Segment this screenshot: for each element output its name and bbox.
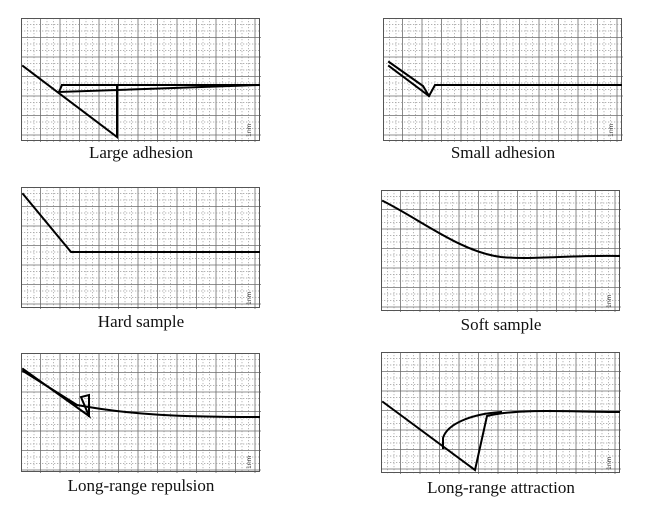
- panel-small-adhesion: 1nm Small adhesion: [383, 18, 623, 166]
- force-curve: [21, 367, 92, 419]
- force-curve-plot: 1nm: [383, 18, 623, 142]
- force-curve: [387, 64, 622, 98]
- plot-grid: [381, 190, 621, 312]
- plot-frame: [21, 18, 260, 141]
- force-curve: [381, 199, 621, 259]
- panel-caption: Small adhesion: [450, 143, 556, 162]
- plot-grid: [383, 18, 623, 142]
- plot-grid: [21, 187, 261, 309]
- force-curve-plot: 1nm: [21, 353, 261, 473]
- panel-hard-sample: 1nm Hard sample: [21, 187, 261, 335]
- force-curve: [21, 192, 260, 253]
- plot-frame: [381, 190, 620, 311]
- panel-long-range-attraction: 1nm Long-range attraction: [381, 352, 621, 502]
- panel-soft-sample: 1nm Soft sample: [381, 190, 621, 338]
- force-curve: [381, 400, 621, 472]
- panel-caption: Soft sample: [460, 315, 542, 334]
- scale-mark: 1nm: [246, 123, 253, 137]
- scale-mark: 1nm: [606, 456, 613, 470]
- scale-mark: 1nm: [606, 294, 613, 308]
- scale-mark: 1nm: [608, 123, 615, 137]
- plot-frame: [21, 187, 260, 308]
- panel-caption: Long-range repulsion: [67, 476, 215, 495]
- scale-mark: 1nm: [246, 291, 253, 305]
- scale-mark: 1nm: [246, 455, 253, 469]
- panel-caption: Hard sample: [97, 312, 185, 331]
- force-curve-plot: 1nm: [381, 352, 621, 474]
- force-curve-retract: [442, 410, 503, 449]
- panel-caption: Long-range attraction: [427, 478, 575, 497]
- plot-frame: [21, 353, 260, 472]
- force-curve-plot: 1nm: [381, 190, 621, 312]
- panel-caption: Large adhesion: [88, 143, 193, 162]
- force-curve-plot: 1nm: [21, 18, 261, 142]
- panel-large-adhesion: 1nm Large adhesion: [21, 18, 261, 166]
- force-curve-plot: 1nm: [21, 187, 261, 309]
- plot-frame: [383, 18, 622, 141]
- plot-grid: [381, 352, 621, 474]
- panel-long-range-repulsion: 1nm Long-range repulsion: [21, 353, 261, 501]
- force-curve-retract: [387, 60, 431, 98]
- force-curve-retract: [21, 369, 261, 419]
- plot-grid: [21, 18, 261, 142]
